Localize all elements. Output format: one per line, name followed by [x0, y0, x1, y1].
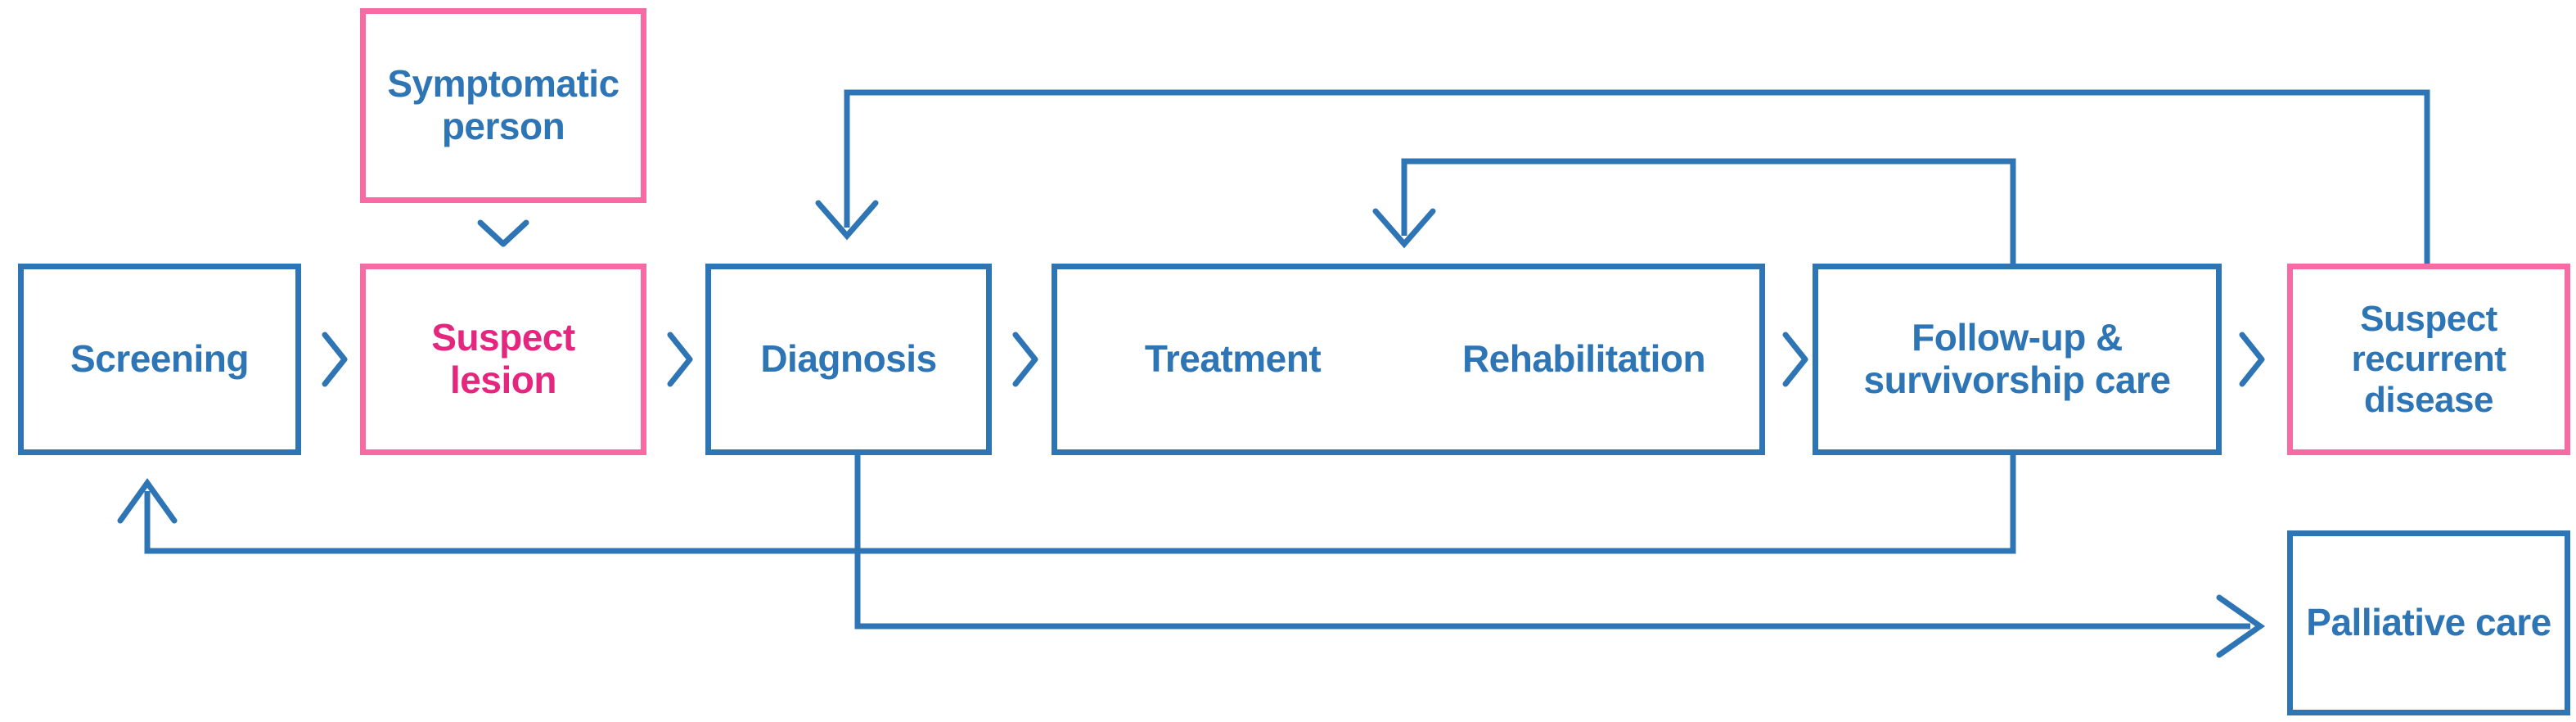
node-suspect-recurrent-disease-label: Suspect recurrent disease: [2351, 299, 2506, 420]
node-screening[interactable]: Screening: [18, 264, 301, 455]
chevron-right-icon-screening-to-suspect-lesion: [313, 329, 356, 390]
node-diagnosis-label: Diagnosis: [760, 337, 937, 381]
chevron-right-icon-followup-to-suspect-recurrent: [2231, 329, 2273, 390]
node-suspect-lesion[interactable]: Suspect lesion: [360, 264, 646, 455]
node-suspect-recurrent-disease[interactable]: Suspect recurrent disease: [2287, 264, 2570, 455]
connector-followup-to-treatment: [1372, 158, 2016, 264]
node-screening-label: Screening: [70, 337, 249, 381]
node-followup-survivorship-care[interactable]: Follow-up & survivorship care: [1813, 264, 2222, 455]
connector-suspect-recurrent-to-diagnosis: [815, 89, 2430, 264]
node-palliative-care[interactable]: Palliative care: [2287, 530, 2570, 715]
node-treatment-label: Treatment: [1144, 337, 1322, 381]
node-symptomatic-person-label: Symptomatic person: [387, 62, 619, 147]
node-rehabilitation-label: Rehabilitation: [1461, 337, 1706, 381]
chevron-right-icon-rehabilitation-to-followup: [1774, 329, 1817, 390]
node-followup-survivorship-care-label: Follow-up & survivorship care: [1863, 316, 2171, 401]
node-palliative-care-label: Palliative care: [2306, 601, 2551, 644]
node-diagnosis[interactable]: Diagnosis: [705, 264, 992, 455]
node-symptomatic-person[interactable]: Symptomatic person: [360, 8, 646, 203]
chevron-right-icon-diagnosis-to-treatment: [1004, 329, 1047, 390]
chevron-down-icon-symptomatic-to-suspect-lesion: [473, 211, 534, 257]
node-suspect-lesion-label: Suspect lesion: [431, 316, 575, 401]
node-treatment-rehabilitation[interactable]: Treatment Rehabilitation: [1052, 264, 1765, 455]
chevron-right-icon-suspect-lesion-to-diagnosis: [659, 329, 701, 390]
connector-diagnosis-to-palliative: [854, 455, 2266, 658]
connector-followup-to-screening: [117, 455, 2016, 554]
